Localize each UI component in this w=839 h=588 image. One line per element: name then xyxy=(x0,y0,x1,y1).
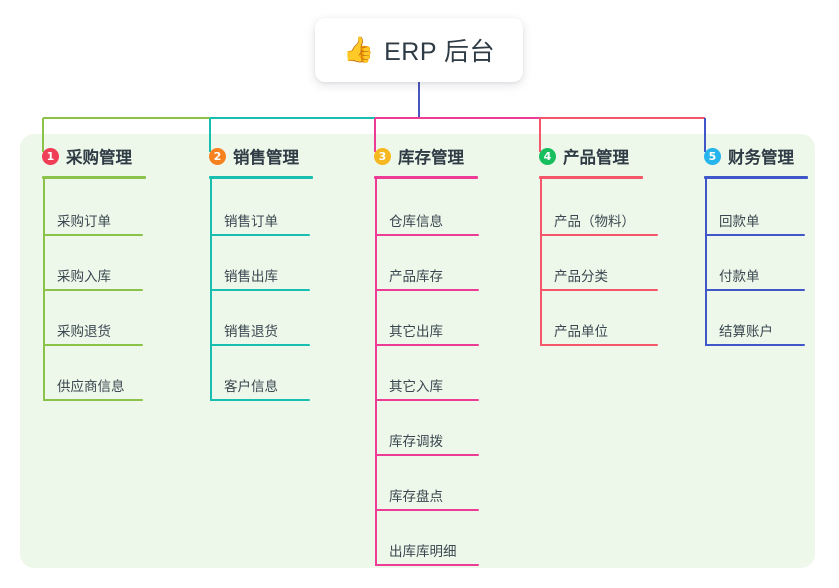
branch-item[interactable]: 产品分类 xyxy=(540,261,658,291)
root-node[interactable]: 👍 ERP 后台 xyxy=(315,18,523,82)
branch-item-label: 付款单 xyxy=(719,269,760,284)
branch-item[interactable]: 销售订单 xyxy=(210,206,310,236)
branch-item[interactable]: 出库库明细 xyxy=(375,536,479,566)
branch-title-4: 产品管理 xyxy=(563,149,629,167)
branch-title-1: 采购管理 xyxy=(66,149,132,167)
branch-underline-3 xyxy=(374,176,478,179)
branch-item-underline xyxy=(705,234,805,236)
branch-item-underline xyxy=(375,234,479,236)
branch-item-label: 供应商信息 xyxy=(57,379,125,394)
branch-item-label: 产品单位 xyxy=(554,324,608,339)
branch-item[interactable]: 客户信息 xyxy=(210,371,310,401)
branch-item[interactable]: 结算账户 xyxy=(705,316,805,346)
branch-item-label: 客户信息 xyxy=(224,379,278,394)
branch-item-label: 结算账户 xyxy=(719,324,773,339)
branch-header-3[interactable]: 3 库存管理 xyxy=(374,144,464,168)
branch-item[interactable]: 销售退货 xyxy=(210,316,310,346)
branch-item-underline xyxy=(540,344,658,346)
branch-item-label: 采购入库 xyxy=(57,269,111,284)
branch-item-label: 采购退货 xyxy=(57,324,111,339)
branch-header-5[interactable]: 5 财务管理 xyxy=(704,144,794,168)
branch-underline-4 xyxy=(539,176,643,179)
branch-item-label: 出库库明细 xyxy=(389,544,457,559)
branch-header-4[interactable]: 4 产品管理 xyxy=(539,144,629,168)
branch-item[interactable]: 产品（物料） xyxy=(540,206,658,236)
branch-stem-3 xyxy=(375,176,377,566)
branch-item[interactable]: 采购入库 xyxy=(43,261,143,291)
branch-item-underline xyxy=(375,399,479,401)
branch-item[interactable]: 采购退货 xyxy=(43,316,143,346)
branch-badge-2: 2 xyxy=(209,147,226,165)
branch-item-underline xyxy=(43,234,143,236)
branch-item-label: 库存盘点 xyxy=(389,489,443,504)
branch-item-underline xyxy=(375,289,479,291)
branch-item-underline xyxy=(540,289,658,291)
branch-item-underline xyxy=(43,344,143,346)
branch-item[interactable]: 采购订单 xyxy=(43,206,143,236)
branch-item[interactable]: 产品库存 xyxy=(375,261,479,291)
branch-badge-5: 5 xyxy=(704,147,721,165)
branch-title-3: 库存管理 xyxy=(398,149,464,167)
branch-underline-2 xyxy=(209,176,313,179)
branch-item-label: 销售退货 xyxy=(224,324,278,339)
branch-item-label: 产品（物料） xyxy=(554,214,635,229)
root-node-title: ERP 后台 xyxy=(384,38,496,66)
branch-item-label: 产品库存 xyxy=(389,269,443,284)
branch-item[interactable]: 产品单位 xyxy=(540,316,658,346)
branch-stem-5 xyxy=(705,176,707,346)
branch-item-underline xyxy=(210,289,310,291)
branch-badge-4: 4 xyxy=(539,147,556,165)
branch-item-label: 销售出库 xyxy=(224,269,278,284)
branch-item-label: 其它出库 xyxy=(389,324,443,339)
branch-underline-5 xyxy=(704,176,808,179)
branch-item-label: 库存调拨 xyxy=(389,434,443,449)
branch-item-underline xyxy=(210,344,310,346)
branch-item-label: 其它入库 xyxy=(389,379,443,394)
branch-badge-3: 3 xyxy=(374,147,391,165)
branch-stem-1 xyxy=(43,176,45,401)
branch-item-label: 采购订单 xyxy=(57,214,111,229)
branch-item-underline xyxy=(375,454,479,456)
branch-item-underline xyxy=(375,509,479,511)
thumbs-up-icon: 👍 xyxy=(342,35,375,64)
branch-item[interactable]: 库存盘点 xyxy=(375,481,479,511)
branch-item[interactable]: 销售出库 xyxy=(210,261,310,291)
branch-header-2[interactable]: 2 销售管理 xyxy=(209,144,299,168)
branch-stem-4 xyxy=(540,176,542,346)
branch-item-underline xyxy=(705,289,805,291)
branch-item-underline xyxy=(540,234,658,236)
branch-item[interactable]: 付款单 xyxy=(705,261,805,291)
branch-title-5: 财务管理 xyxy=(728,149,794,167)
branch-item-underline xyxy=(210,234,310,236)
branch-item-underline xyxy=(210,399,310,401)
branch-item[interactable]: 其它出库 xyxy=(375,316,479,346)
diagram-canvas-panel xyxy=(20,134,815,568)
branch-item-underline xyxy=(375,344,479,346)
branch-item[interactable]: 仓库信息 xyxy=(375,206,479,236)
branch-item[interactable]: 库存调拨 xyxy=(375,426,479,456)
branch-item-label: 回款单 xyxy=(719,214,760,229)
branch-underline-1 xyxy=(42,176,146,179)
branch-item-underline xyxy=(43,289,143,291)
branch-item-label: 仓库信息 xyxy=(389,214,443,229)
branch-item-label: 产品分类 xyxy=(554,269,608,284)
branch-item-underline xyxy=(705,344,805,346)
branch-title-2: 销售管理 xyxy=(233,149,299,167)
branch-header-1[interactable]: 1 采购管理 xyxy=(42,144,132,168)
branch-badge-1: 1 xyxy=(42,147,59,165)
branch-stem-2 xyxy=(210,176,212,401)
branch-item-underline xyxy=(43,399,143,401)
branch-item-label: 销售订单 xyxy=(224,214,278,229)
branch-item[interactable]: 其它入库 xyxy=(375,371,479,401)
branch-item-underline xyxy=(375,564,479,566)
branch-item[interactable]: 供应商信息 xyxy=(43,371,143,401)
branch-item[interactable]: 回款单 xyxy=(705,206,805,236)
